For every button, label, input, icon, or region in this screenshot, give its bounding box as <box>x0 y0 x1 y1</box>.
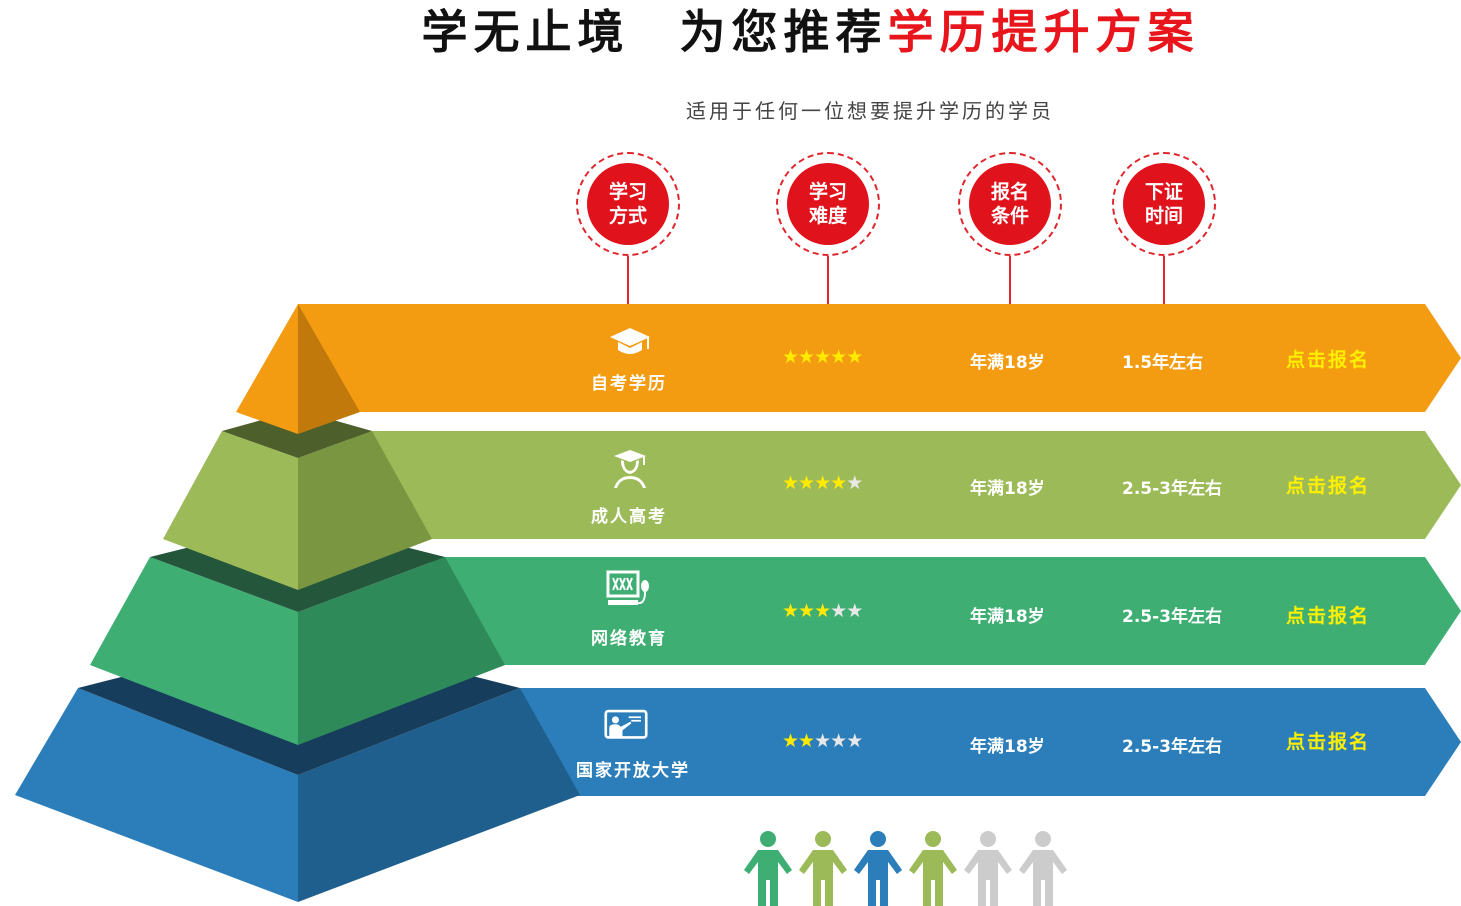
star-empty-icon: ★ <box>846 472 863 494</box>
row-name: 国家开放大学 <box>576 761 690 781</box>
star-empty-icon: ★ <box>830 600 847 622</box>
difficulty-stars: ★★★★★ <box>782 600 863 622</box>
column-badge-method: 学习方式 <box>576 152 680 256</box>
star-filled-icon: ★ <box>798 346 815 368</box>
people-row <box>742 830 1082 906</box>
star-filled-icon: ★ <box>846 346 863 368</box>
tier4-right <box>298 688 580 902</box>
graduation-cap-icon <box>610 328 650 354</box>
difficulty-stars: ★★★★★ <box>782 730 863 752</box>
band-orange <box>298 304 1461 412</box>
row-name: 网络教育 <box>591 629 667 649</box>
column-badge-certificate: 下证时间 <box>1112 152 1216 256</box>
graduate-person-icon <box>614 450 646 488</box>
tier1-left <box>236 304 298 434</box>
star-empty-icon: ★ <box>846 600 863 622</box>
difficulty-stars: ★★★★★ <box>782 346 863 368</box>
star-empty-icon: ★ <box>814 730 831 752</box>
star-filled-icon: ★ <box>798 730 815 752</box>
column-label: 学习方式 <box>608 181 647 227</box>
column-stem <box>1163 256 1165 304</box>
row-time: 2.5-3年左右 <box>1122 479 1222 499</box>
person-icon <box>1019 831 1067 906</box>
difficulty-stars: ★★★★★ <box>782 472 863 494</box>
star-filled-icon: ★ <box>830 472 847 494</box>
row-time: 1.5年左右 <box>1122 353 1204 373</box>
column-label: 下证时间 <box>1144 181 1183 227</box>
band-green <box>430 557 1461 665</box>
row-time: 2.5-3年左右 <box>1122 607 1222 627</box>
row-condition: 年满18岁 <box>970 737 1045 757</box>
tier3-left <box>90 557 298 745</box>
column-stem <box>627 256 629 304</box>
column-label: 报名条件 <box>990 181 1029 227</box>
star-filled-icon: ★ <box>814 600 831 622</box>
row-condition: 年满18岁 <box>970 353 1045 373</box>
tier2-top <box>222 410 372 458</box>
title-part2: 为您推荐 <box>679 5 888 59</box>
column-badge-requirement: 报名条件 <box>958 152 1062 256</box>
star-filled-icon: ★ <box>830 346 847 368</box>
star-filled-icon: ★ <box>798 472 815 494</box>
person-icon <box>854 831 902 906</box>
tier2-left <box>163 431 298 590</box>
star-filled-icon: ★ <box>814 346 831 368</box>
subtitle: 适用于任何一位想要提升学历的学员 <box>686 99 1054 123</box>
enroll-button[interactable]: 点击报名 <box>1286 475 1371 497</box>
column-label: 学习难度 <box>808 181 847 227</box>
column-stem <box>1009 256 1011 304</box>
tier2-right <box>298 431 432 590</box>
star-filled-icon: ★ <box>814 472 831 494</box>
band-blue <box>520 688 1461 796</box>
title-highlight: 学历提升方案 <box>887 5 1200 59</box>
enroll-button[interactable]: 点击报名 <box>1286 731 1371 753</box>
person-icon <box>799 831 847 906</box>
star-filled-icon: ★ <box>782 472 799 494</box>
person-icon <box>744 831 792 906</box>
computer-icon <box>606 570 649 605</box>
star-filled-icon: ★ <box>782 730 799 752</box>
enroll-button[interactable]: 点击报名 <box>1286 605 1371 627</box>
tier1-right <box>298 304 360 434</box>
tier3-right <box>298 557 505 745</box>
column-badge-difficulty: 学习难度 <box>776 152 880 256</box>
column-stem <box>827 256 829 304</box>
star-filled-icon: ★ <box>782 600 799 622</box>
page-title: 学无止境为您推荐学历提升方案 <box>0 0 1461 70</box>
row-name: 自考学历 <box>591 374 667 394</box>
row-condition: 年满18岁 <box>970 607 1045 627</box>
person-icon <box>964 831 1012 906</box>
teacher-board-icon <box>604 709 648 739</box>
tier4-left <box>15 688 298 902</box>
row-condition: 年满18岁 <box>970 479 1045 499</box>
row-time: 2.5-3年左右 <box>1122 737 1222 757</box>
star-empty-icon: ★ <box>846 730 863 752</box>
star-filled-icon: ★ <box>782 346 799 368</box>
enroll-button[interactable]: 点击报名 <box>1286 349 1371 371</box>
star-filled-icon: ★ <box>798 600 815 622</box>
star-empty-icon: ★ <box>830 730 847 752</box>
row-name: 成人高考 <box>591 507 667 527</box>
person-icon <box>909 831 957 906</box>
title-part1: 学无止境 <box>421 5 630 59</box>
